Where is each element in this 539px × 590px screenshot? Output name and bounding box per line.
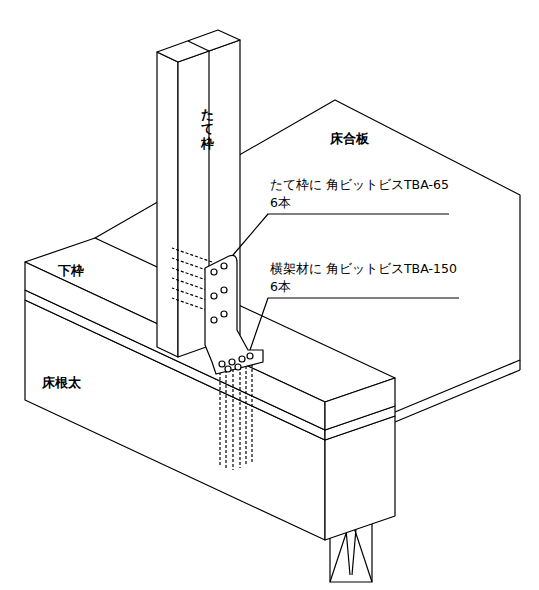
callout-note: たて枠に 角ビットビスTBA-65 6本 <box>270 176 450 212</box>
callout-note: 横架材に 角ビットビスTBA-150 6本 <box>270 260 460 296</box>
angle-bracket <box>205 255 263 374</box>
stud-split <box>188 41 209 51</box>
plywood-edge <box>395 370 520 422</box>
part-name: 下枠 <box>58 262 84 280</box>
part-name: 床根太 <box>42 374 81 392</box>
joist-screws <box>220 364 252 470</box>
part-name: たて枠 <box>201 108 214 151</box>
stud-side <box>157 52 178 357</box>
bracket-holes <box>211 263 253 372</box>
stud-top <box>157 30 240 62</box>
leader-line <box>233 214 459 350</box>
sill-end <box>325 378 395 430</box>
plywood-edge <box>519 360 520 370</box>
part-name: 床合板 <box>330 130 369 148</box>
